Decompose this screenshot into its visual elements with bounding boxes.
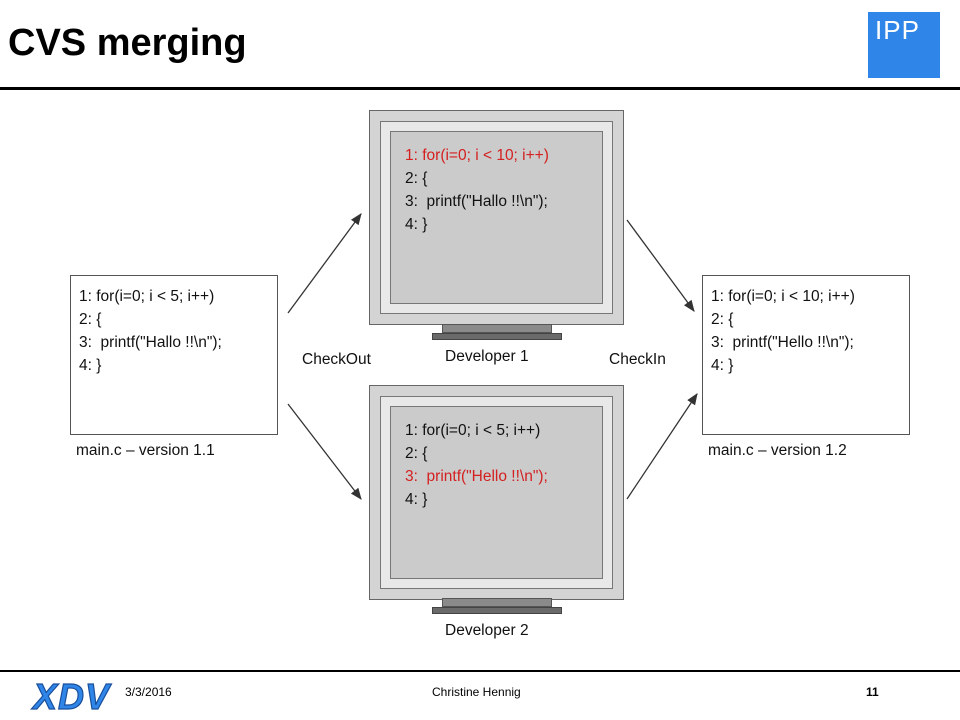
monitor-base <box>432 333 562 340</box>
checkout-arrow-to-developer-2 <box>287 403 362 500</box>
checkout-arrow-to-developer-1 <box>287 213 362 314</box>
file-version-1-2: 1: for(i=0; i < 10; i++) 2: { 3: printf(… <box>702 275 910 435</box>
code-line: 2: { <box>79 311 102 328</box>
code-line: 2: { <box>711 311 734 328</box>
checkin-label: CheckIn <box>609 351 666 368</box>
checkin-arrow-from-developer-1 <box>626 219 695 312</box>
version-1-1-caption: main.c – version 1.1 <box>76 442 215 459</box>
page-title: CVS merging <box>8 22 247 64</box>
footer-author: Christine Hennig <box>432 685 521 699</box>
code-line: 2: { <box>405 445 428 462</box>
checkin-arrow-from-developer-2 <box>626 393 698 500</box>
monitor-stand <box>442 324 552 333</box>
ipp-logo: IPP <box>868 12 940 78</box>
code-line: 4: } <box>405 491 428 508</box>
code-line: 2: { <box>405 170 428 187</box>
monitor-stand <box>442 598 552 607</box>
developer-2-label: Developer 2 <box>445 622 529 639</box>
developer-2-monitor: 1: for(i=0; i < 5; i++) 2: { 3: printf("… <box>369 385 624 600</box>
title-divider <box>0 87 960 90</box>
code-line: 3: printf("Hallo !!\n"); <box>79 334 222 351</box>
developer-1-monitor: 1: for(i=0; i < 10; i++) 2: { 3: printf(… <box>369 110 624 325</box>
code-line: 4: } <box>405 216 428 233</box>
page-number: 11 <box>866 685 879 699</box>
code-line-changed: 3: printf("Hello !!\n"); <box>405 468 548 485</box>
monitor-base <box>432 607 562 614</box>
code-line: 1: for(i=0; i < 5; i++) <box>79 288 215 305</box>
code-line: 3: printf("Hallo !!\n"); <box>405 193 548 210</box>
footer-divider <box>0 670 960 672</box>
developer-1-label: Developer 1 <box>445 348 529 365</box>
code-line-changed: 1: for(i=0; i < 10; i++) <box>405 147 549 164</box>
checkout-label: CheckOut <box>302 351 371 368</box>
code-line: 4: } <box>711 357 734 374</box>
developer-2-screen: 1: for(i=0; i < 5; i++) 2: { 3: printf("… <box>390 406 603 579</box>
code-line: 3: printf("Hello !!\n"); <box>711 334 854 351</box>
developer-1-screen: 1: for(i=0; i < 10; i++) 2: { 3: printf(… <box>390 131 603 304</box>
code-line: 1: for(i=0; i < 5; i++) <box>405 422 541 439</box>
file-version-1-1: 1: for(i=0; i < 5; i++) 2: { 3: printf("… <box>70 275 278 435</box>
version-1-2-caption: main.c – version 1.2 <box>708 442 847 459</box>
code-line: 1: for(i=0; i < 10; i++) <box>711 288 855 305</box>
footer-date: 3/3/2016 <box>125 685 172 699</box>
code-line: 4: } <box>79 357 102 374</box>
xdv-logo: XDV <box>32 675 111 717</box>
